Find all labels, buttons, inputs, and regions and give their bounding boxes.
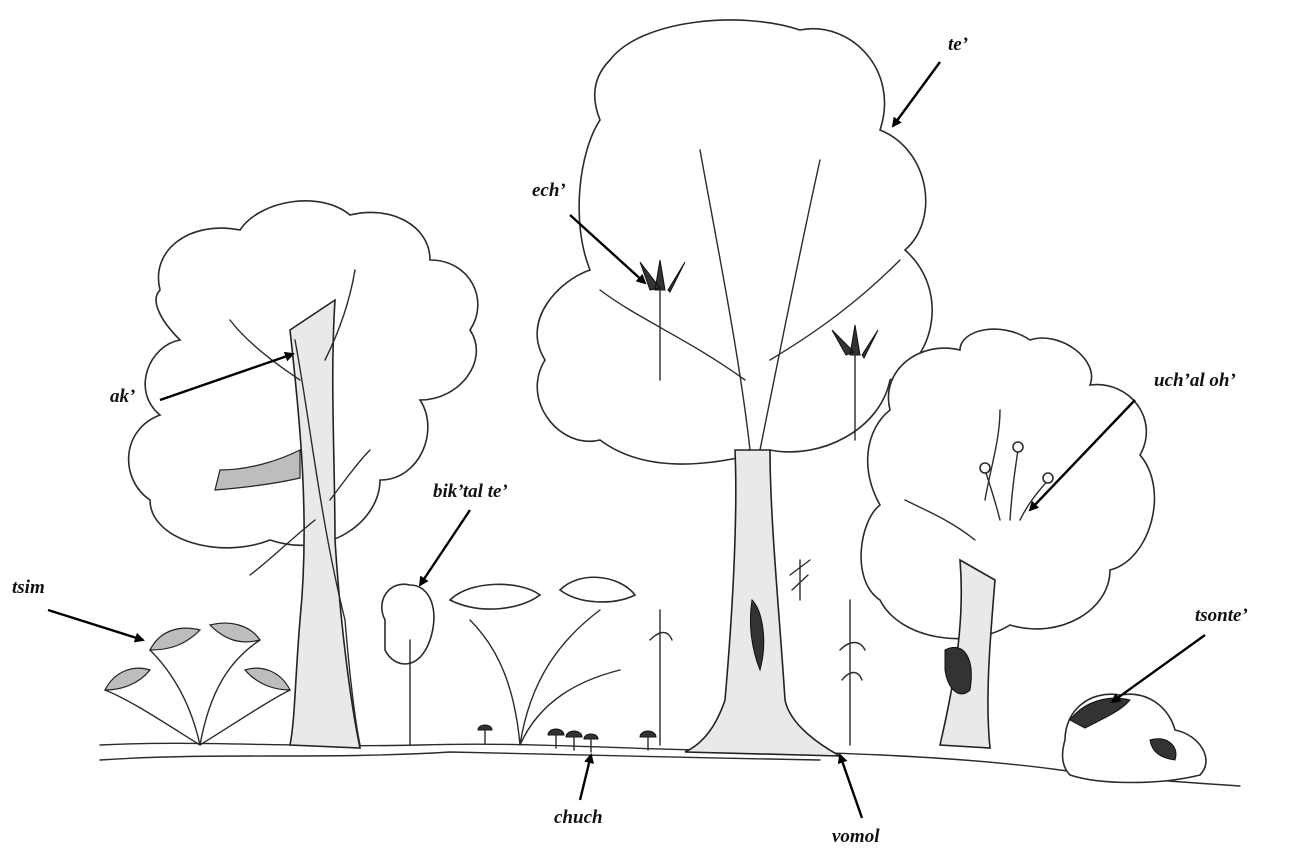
sapling-bik-tal-te [382,584,434,745]
label-uch-al-oh: uch’al oh’ [1154,371,1236,390]
arrow-tsonte [1112,635,1205,702]
mossy-rock-tsonte [1063,694,1206,782]
label-vomol: vomol [832,827,880,846]
label-tsonte: tsonte’ [1195,606,1248,625]
fern-tsim [105,623,290,745]
understory-plants [450,560,865,745]
arrow-tsim [48,610,143,640]
arrow-chuch [580,755,591,800]
arrow-bik-tal-te [420,510,470,585]
arrow-te [893,62,940,126]
label-chuch: chuch [554,808,603,827]
label-ak: ak’ [110,387,135,406]
left-tree [129,201,478,748]
label-bik-tal-te: bik’tal te’ [433,482,508,501]
tall-tree-te [537,20,932,756]
arrow-vomol [840,755,862,818]
label-ech: ech’ [532,181,566,200]
right-tree [861,329,1154,748]
label-tsim: tsim [12,578,45,597]
label-te: te’ [948,35,968,54]
